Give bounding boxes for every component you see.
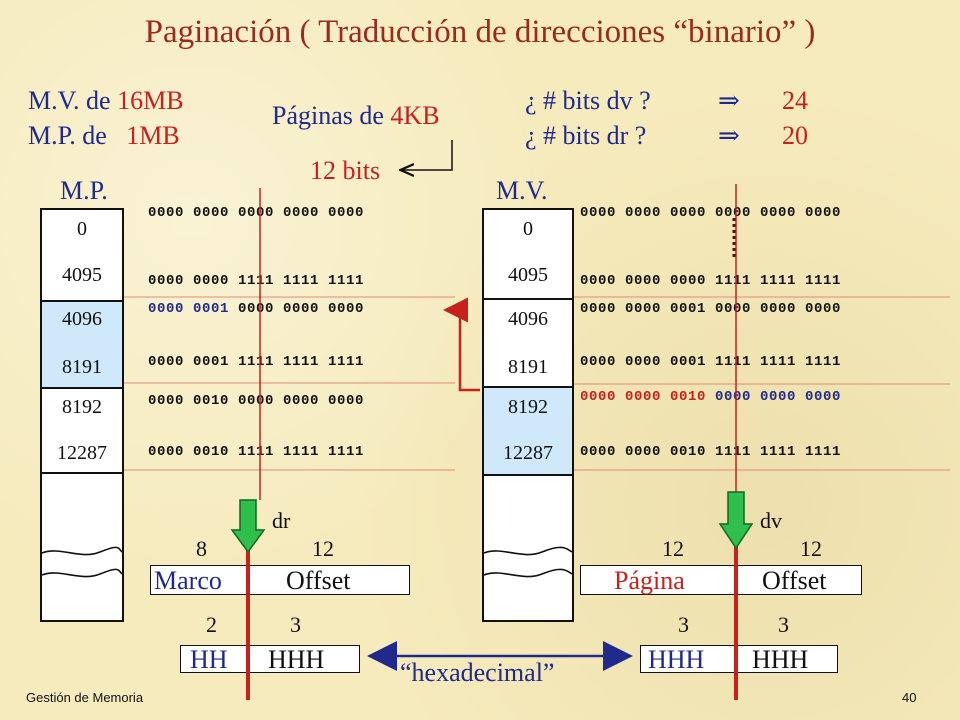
mv-divider [484,298,572,300]
mv-size: M.V. de 16MB [28,86,184,116]
physical-address-hex [180,645,360,673]
dr-label: dr [272,508,291,533]
dv-down-arrow-icon [718,491,754,550]
mv-offset-bits: 0000 0000 0000 [706,389,842,405]
virtual-address-hex [640,645,838,673]
mp-frame-highlight [42,300,122,389]
implies-icon: ⇒ [718,86,740,115]
mp-binary-address: 0000 0000 1111 1111 1111 [148,273,365,289]
dr-down-arrow-icon [230,499,266,554]
mp-size-label: M.P. de [28,121,114,150]
page-field: Página [614,566,685,595]
mv-cell-address: 8191 [508,356,548,378]
mp-binary-address: 0000 0001 0000 0000 0000 [148,301,364,317]
page-number: 40 [902,690,917,705]
mv-binary-address: 0000 0000 0010 1111 1111 1111 [580,444,842,460]
mp-binary-address: 0000 0010 1111 1111 1111 [148,444,365,460]
mv-page-highlight [484,386,572,476]
mp-cell-address: 4096 [62,308,102,330]
mv-binary-address: 0000 0000 0001 1111 1111 1111 [580,354,842,370]
page-size-value: 4KB [390,101,440,130]
offset-bits: 12 bits [310,156,381,185]
page-bit-count: 12 [662,536,684,561]
mp-cell-address: 12287 [57,442,107,464]
mv-size-label: M.V. de [28,86,118,115]
mv-binary-address: 0000 0000 0001 0000 0000 0000 [580,301,842,317]
mp-binary-address: 0000 0000 0000 0000 0000 [148,205,365,221]
bits-arrow-icon [402,140,453,170]
mp-cell-address: 0 [77,218,87,240]
offset-bit-count: 12 [312,536,334,561]
mp-size: M.P. de 1MB [28,121,180,151]
dv-label: dv [760,508,782,533]
page-size: Páginas de 4KB [272,101,440,131]
mp-cell-address: 8192 [62,396,102,418]
mp-label: M.P. [60,176,108,205]
mv-binary-address: 0000 0000 0000 0000 0000 0000 [580,205,842,221]
mp-cell-address: 4095 [62,264,102,286]
mv-page-bits: 0000 0000 0010 [580,389,707,405]
mv-cell-address: 12287 [503,442,553,464]
frame-hex-count: 2 [206,612,217,637]
offset-field: Offset [286,566,351,595]
offset-bit-count: 12 [800,536,822,561]
mp-binary-address: 0000 0001 1111 1111 1111 [148,354,365,370]
physical-address-format [150,565,410,595]
memory-break-icon [41,546,573,578]
answer-dv: 24 [782,86,808,115]
hexadecimal-label: “hexadecimal” [400,658,555,687]
translation-arrow-icon [443,297,480,392]
frame-hex: HH [190,645,228,674]
mp-binary-address: 0000 0010 0000 0000 0000 [148,393,365,409]
mv-label: M.V. [496,176,548,205]
mp-divider [42,472,122,474]
page-hex: HHH [648,645,705,674]
mp-offset-bits: 0000 0000 0000 [229,301,365,317]
virtual-address-format [580,565,862,595]
mv-cell-address: 4095 [508,264,548,286]
mv-cell-address: 0 [523,218,533,240]
offset-hex: HHH [268,645,325,674]
question-dr: ¿ # bits dr ? [525,121,647,150]
separator-lines [124,296,950,471]
frame-field: Marco [154,566,222,595]
offset-field: Offset [762,566,827,595]
question-dv: ¿ # bits dv ? [525,86,651,115]
physical-memory [40,208,124,622]
mv-size-value: 16MB [117,86,184,115]
mp-size-value: 1MB [126,121,180,150]
offset-hex-count: 3 [778,612,789,637]
virtual-memory [482,208,574,622]
mv-binary-address: 0000 0000 0010 0000 0000 0000 [580,389,841,405]
page-size-label: Páginas de [272,101,391,130]
footer-title: Gestión de Memoria [26,690,144,705]
mv-cell-address: 8192 [508,396,548,418]
answer-dr: 20 [782,121,808,150]
mp-cell-address: 8191 [62,356,102,378]
implies-icon: ⇒ [718,121,740,150]
page-hex-count: 3 [678,612,689,637]
offset-hex: HHH [752,645,809,674]
frame-bit-count: 8 [196,536,207,561]
offset-hex-count: 3 [290,612,301,637]
mp-frame-bits: 0000 0001 [148,301,230,317]
mv-cell-address: 4096 [508,308,548,330]
page-title: Paginación ( Traducción de direcciones “… [144,14,816,50]
mv-binary-address: 0000 0000 0000 1111 1111 1111 [580,273,842,289]
